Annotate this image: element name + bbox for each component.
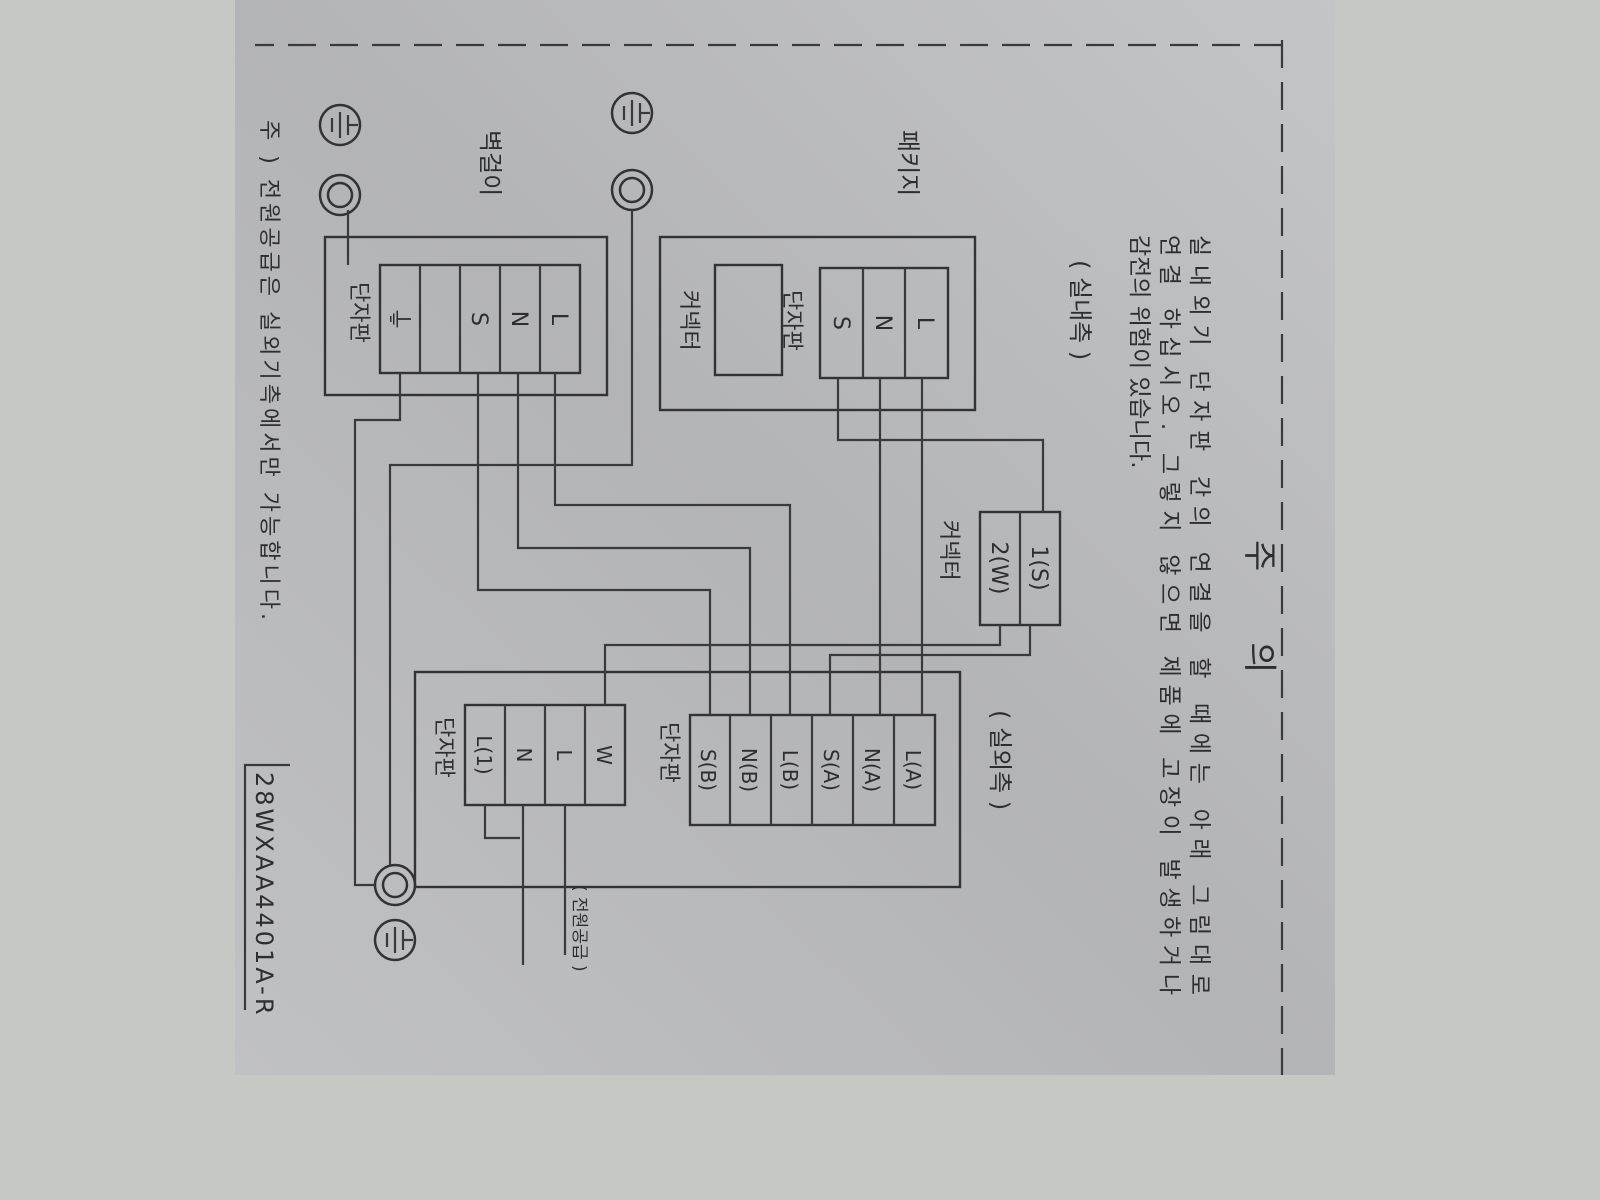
terminal-N: N bbox=[506, 311, 531, 327]
outdoor-terminal-label: 단자판 bbox=[656, 722, 681, 783]
package-terminal-block: L N S bbox=[818, 266, 950, 380]
wall-mount-label: 벽걸이 bbox=[476, 130, 504, 196]
power-terminal-block: W L N L(1) bbox=[463, 703, 627, 807]
center-connector: 1(S) 2(W) bbox=[978, 510, 1062, 627]
terminal-ring-icon bbox=[318, 173, 362, 217]
terminal-SA: S(A) bbox=[819, 749, 843, 791]
terminal-L: L bbox=[546, 313, 571, 326]
label-plate bbox=[235, 0, 1335, 1075]
power-supply-label: ( 전원공급 ) bbox=[569, 885, 589, 972]
terminal-N: N bbox=[870, 315, 895, 331]
terminal-SB: S(B) bbox=[696, 749, 720, 791]
outdoor-side-label: ( 실외측 ) bbox=[986, 710, 1014, 810]
model-number: 28WXAA4401A-R bbox=[250, 772, 278, 1018]
terminal-LB: L(B) bbox=[778, 750, 802, 790]
package-connector-box bbox=[713, 263, 784, 377]
package-label: 패키지 bbox=[894, 130, 922, 196]
terminal-L: L bbox=[912, 317, 937, 330]
outdoor-unit-box bbox=[413, 670, 962, 889]
wall-unit-box bbox=[323, 235, 609, 397]
wall-terminal-block: L N S ⏚ bbox=[378, 263, 582, 375]
terminal-L: L bbox=[552, 749, 576, 761]
connector-label: 커넥터 bbox=[936, 520, 961, 581]
wiring bbox=[346, 210, 1045, 965]
package-unit-box bbox=[658, 235, 977, 412]
terminal-S: S bbox=[466, 312, 491, 326]
terminal-L1: L(1) bbox=[472, 735, 496, 774]
outdoor-terminal-block: L(A) N(A) S(A) L(B) N(B) S(B) bbox=[688, 713, 937, 827]
power-terminal-label: 단자판 bbox=[431, 717, 456, 778]
terminal-NA: N(A) bbox=[860, 748, 884, 792]
terminal-ground: ⏚ bbox=[383, 306, 413, 332]
model-box bbox=[243, 763, 290, 1010]
notice-line-3: 감전의 위험이 있습니다. bbox=[1126, 235, 1152, 469]
footnote: 주 ) 전원공급은 실외기측에서만 가능합니다. bbox=[256, 120, 281, 620]
notice-line-1: 실내외기 단자판 간의 연결을 할 때에는 아래 그림대로 bbox=[1186, 235, 1212, 995]
title: 주 의 bbox=[1239, 540, 1279, 703]
terminal-LA: L(A) bbox=[901, 750, 925, 790]
terminal-NB: N(B) bbox=[737, 748, 761, 792]
terminal-W: W bbox=[592, 745, 616, 765]
indoor-side-label: ( 실내측 ) bbox=[1066, 260, 1094, 360]
ground-icon bbox=[373, 918, 417, 962]
ground-icon bbox=[610, 91, 654, 135]
connector-pin-1: 1(S) bbox=[1026, 545, 1051, 590]
ground-icon bbox=[318, 103, 362, 147]
terminal-N: N bbox=[512, 748, 536, 763]
terminal-S: S bbox=[828, 316, 853, 330]
package-connector-label: 커넥터 bbox=[676, 290, 701, 351]
connector-pin-2: 2(W) bbox=[986, 542, 1011, 595]
wall-terminal-label: 단자판 bbox=[346, 282, 371, 343]
